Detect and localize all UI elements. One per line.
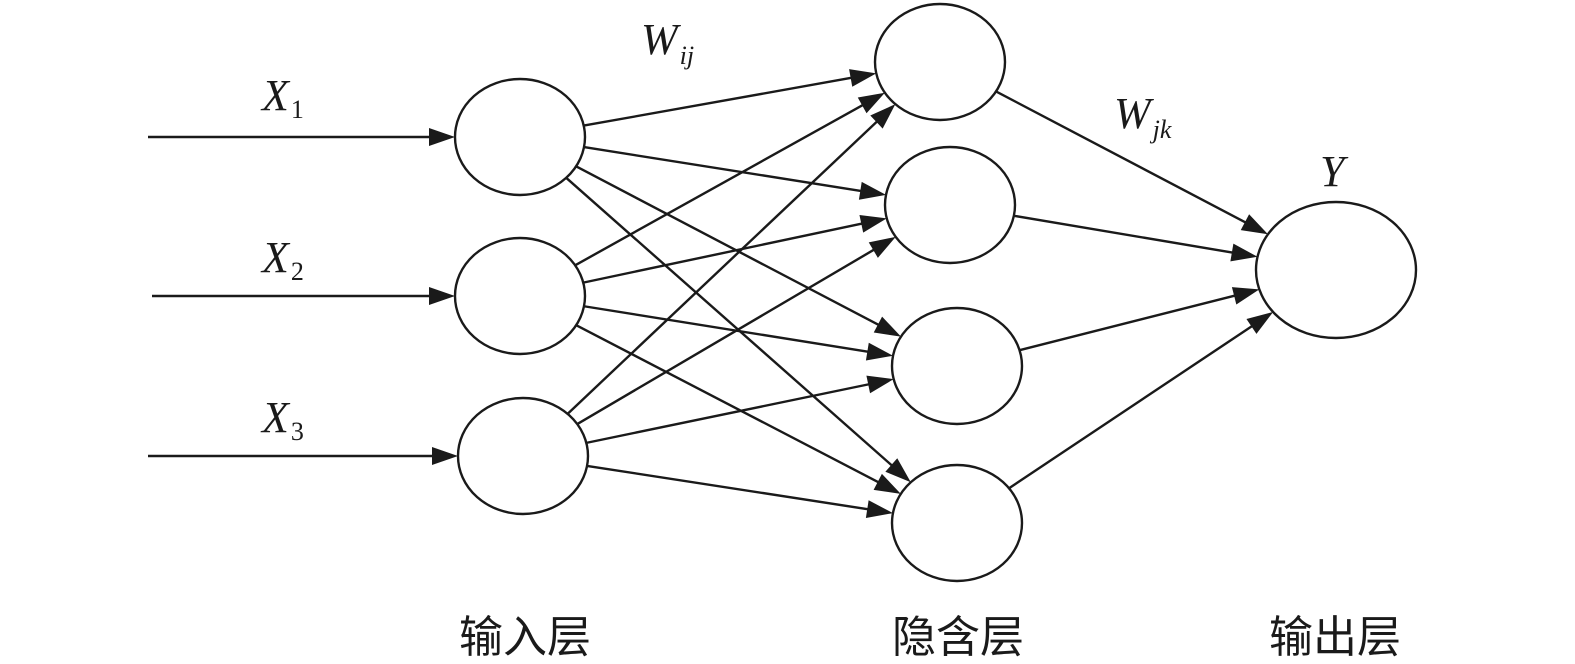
edge-hidden4-output-arrowhead bbox=[1246, 311, 1274, 334]
edge-input2-hidden2-arrowhead bbox=[859, 214, 887, 233]
edge-input3-hidden1 bbox=[566, 119, 879, 415]
edge-input2-hidden4 bbox=[575, 324, 881, 484]
edge-input3-hidden1-arrowhead bbox=[870, 104, 896, 129]
edge-input2-hidden2 bbox=[582, 222, 864, 284]
edge-hidden1-output-arrowhead bbox=[1240, 214, 1268, 235]
input-label-x3: X3 bbox=[260, 393, 304, 446]
input-arrow-3-arrowhead bbox=[432, 447, 458, 465]
edge-input1-hidden2-arrowhead bbox=[858, 181, 886, 200]
edge-hidden4-output bbox=[1008, 324, 1254, 490]
weight-label-wjk: Wjk bbox=[1114, 89, 1172, 144]
edge-input2-hidden3 bbox=[583, 305, 870, 354]
edge-hidden2-output bbox=[1013, 214, 1235, 254]
edge-input3-hidden3 bbox=[586, 382, 871, 445]
edge-input1-hidden3-arrowhead bbox=[873, 316, 901, 337]
output-layer-label: 输出层 bbox=[1269, 612, 1401, 663]
hidden-node-4 bbox=[890, 463, 1024, 583]
edge-hidden3-output-arrowhead bbox=[1231, 287, 1260, 305]
edge-input3-hidden4-arrowhead bbox=[865, 500, 893, 519]
edge-input1-hidden1 bbox=[583, 76, 853, 127]
output-node bbox=[1254, 200, 1418, 340]
hidden-layer-label: 隐含层 bbox=[892, 612, 1024, 663]
edge-input1-hidden4-arrowhead bbox=[885, 458, 911, 483]
edge-input2-hidden1-arrowhead bbox=[857, 92, 885, 114]
connections bbox=[148, 69, 1274, 519]
input-layer-label: 输入层 bbox=[459, 612, 591, 663]
input-node-1 bbox=[453, 77, 587, 197]
input-arrow-2-arrowhead bbox=[429, 287, 455, 305]
edge-input2-hidden1 bbox=[574, 103, 865, 267]
input-node-2 bbox=[453, 236, 587, 356]
edge-input1-hidden2 bbox=[583, 145, 863, 193]
edge-hidden1-output bbox=[995, 90, 1248, 225]
input-arrow-1-arrowhead bbox=[429, 128, 455, 146]
output-label-y: Y bbox=[1320, 147, 1349, 196]
edge-input3-hidden2 bbox=[576, 248, 876, 426]
edge-input1-hidden4 bbox=[565, 176, 894, 468]
hidden-node-1 bbox=[873, 2, 1007, 122]
edge-hidden2-output-arrowhead bbox=[1230, 243, 1258, 262]
edge-input2-hidden3-arrowhead bbox=[865, 342, 894, 361]
edge-hidden3-output bbox=[1019, 294, 1237, 352]
hidden-node-2 bbox=[883, 145, 1017, 265]
input-node-3 bbox=[456, 396, 590, 516]
weight-label-wij: Wij bbox=[641, 15, 694, 70]
edge-input3-hidden4 bbox=[586, 464, 870, 511]
edge-input1-hidden1-arrowhead bbox=[849, 69, 877, 87]
neurons bbox=[453, 2, 1418, 583]
edge-input2-hidden4-arrowhead bbox=[873, 473, 901, 494]
hidden-node-3 bbox=[890, 306, 1024, 426]
input-label-x2: X2 bbox=[260, 233, 304, 286]
edge-input1-hidden3 bbox=[575, 165, 881, 327]
edge-input3-hidden2-arrowhead bbox=[868, 236, 896, 258]
edge-input3-hidden3-arrowhead bbox=[866, 375, 894, 394]
input-label-x1: X1 bbox=[260, 71, 304, 124]
